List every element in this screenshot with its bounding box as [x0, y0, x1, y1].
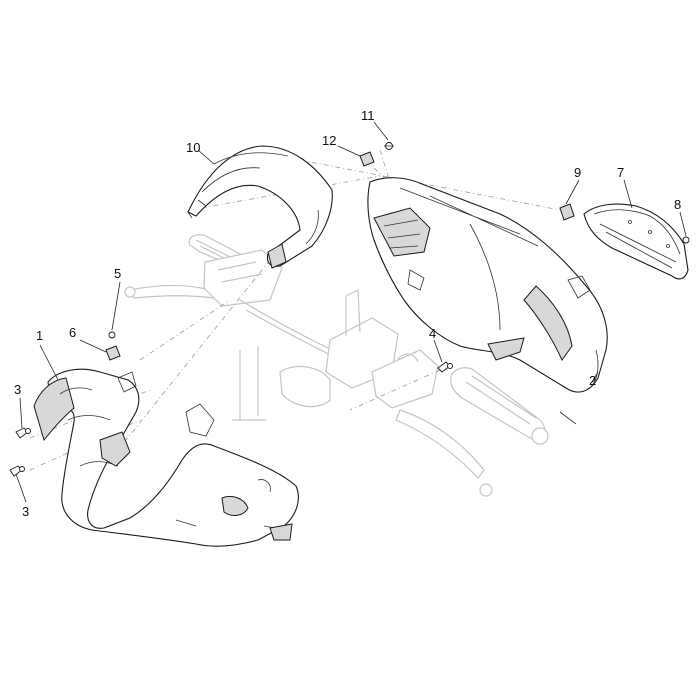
- callout-3: 3: [22, 504, 29, 519]
- callout-5: 5: [114, 266, 121, 281]
- callout-2: 2: [589, 373, 596, 388]
- callout-1: 1: [36, 328, 43, 343]
- callout-3: 3: [14, 382, 21, 397]
- callout-11: 11: [361, 108, 375, 123]
- callout-7: 7: [617, 165, 624, 180]
- callout-4: 4: [429, 326, 436, 341]
- part-2-rear-cover: [367, 177, 608, 425]
- handlebar-ghost: [124, 234, 549, 497]
- part-1-front-cover: [33, 368, 299, 547]
- callout-8: 8: [674, 197, 681, 212]
- callout-6: 6: [69, 325, 76, 340]
- callout-10: 10: [186, 140, 200, 155]
- part-7-instrument-cover: [583, 203, 689, 280]
- callout-12: 12: [322, 133, 336, 148]
- callout-labels: 1 2 3 3 4 5 6 7 8 9 10 11 12: [14, 108, 681, 519]
- callout-9: 9: [574, 165, 581, 180]
- leader-lines: [15, 121, 687, 503]
- fasteners: [9, 142, 690, 477]
- part-10-upper-cover: [187, 145, 333, 269]
